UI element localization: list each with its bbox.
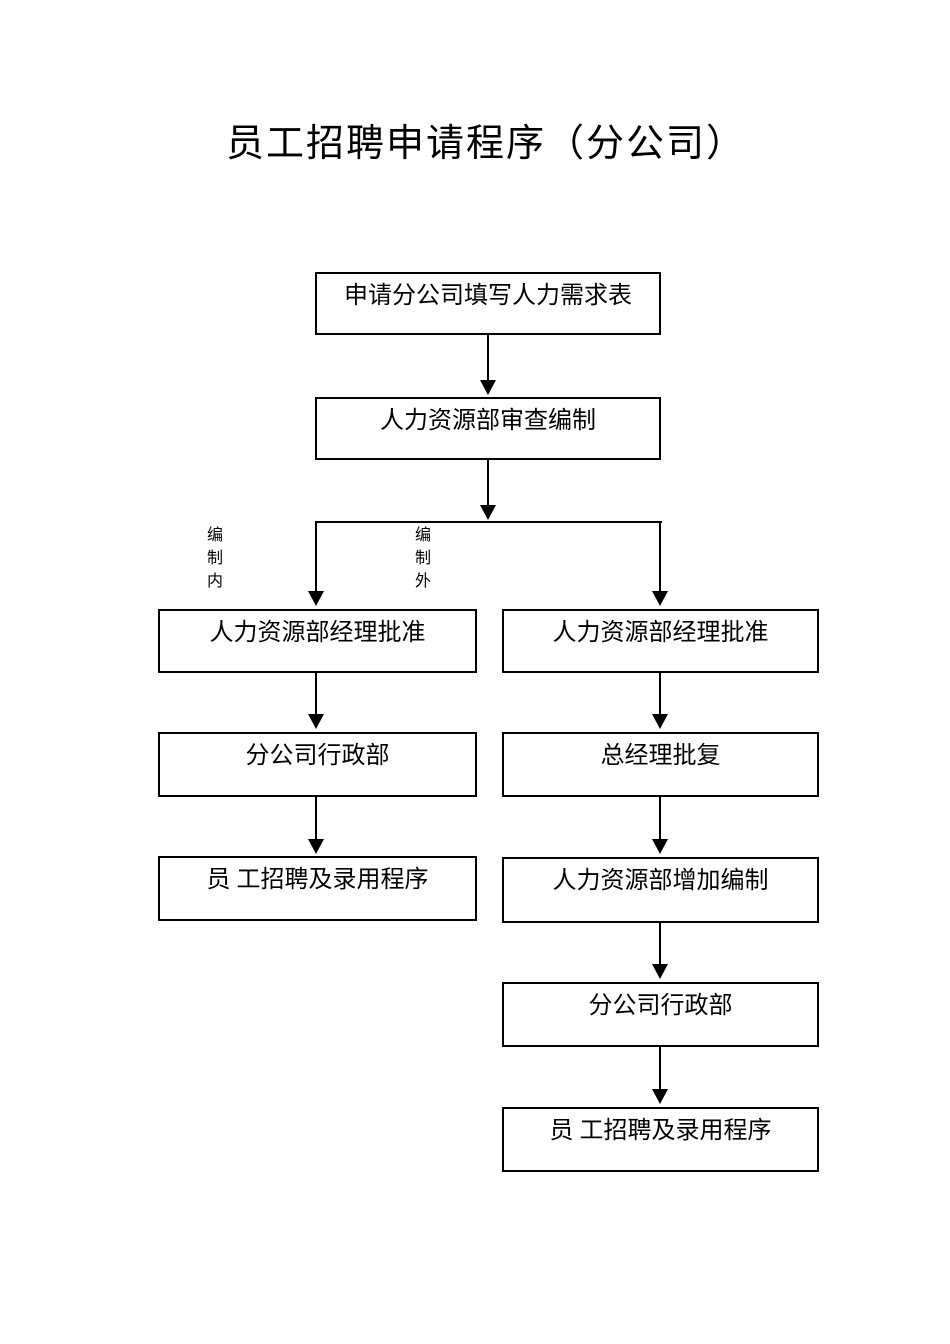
- flow-node-left-hr-manager-approve: 人力资源部经理批准: [158, 609, 477, 673]
- arrow-split-to-right-branch: [652, 521, 668, 606]
- flow-node-label: 分公司行政部: [245, 743, 390, 769]
- flow-node-label: 人力资源部经理批准: [552, 620, 769, 646]
- flow-node-right-hr-manager-approve: 人力资源部经理批准: [502, 609, 819, 673]
- flow-node-label: 员 工招聘及录用程序: [549, 1118, 772, 1144]
- arrow-review-to-split: [480, 460, 496, 520]
- flow-node-left-recruit-hire-procedure: 员 工招聘及录用程序: [158, 856, 477, 921]
- flow-node-request-form: 申请分公司填写人力需求表: [315, 272, 661, 335]
- page-title: 员工招聘申请程序（分公司）: [226, 123, 747, 165]
- flow-node-label: 总经理批复: [600, 743, 721, 769]
- flow-node-hr-add-headcount: 人力资源部增加编制: [502, 857, 819, 923]
- flow-node-label: 人力资源部审查编制: [380, 408, 596, 434]
- arrow-gm-to-add-headcount: [652, 797, 668, 854]
- arrow-right-approve-to-gm: [652, 673, 668, 729]
- flow-node-label: 分公司行政部: [588, 993, 733, 1019]
- arrow-right-admin-to-procedure: [652, 1047, 668, 1104]
- flow-node-hr-review: 人力资源部审查编制: [315, 397, 661, 460]
- arrow-request-to-review: [480, 335, 496, 395]
- flow-node-left-branch-admin: 分公司行政部: [158, 732, 477, 797]
- flow-node-label: 申请分公司填写人力需求表: [344, 283, 632, 309]
- flow-node-label: 人力资源部经理批准: [209, 620, 426, 646]
- flow-node-right-recruit-hire-procedure: 员 工招聘及录用程序: [502, 1107, 819, 1172]
- branch-label-in-headcount: 编制内: [206, 527, 223, 590]
- branch-split-line: [315, 521, 662, 523]
- arrow-left-approve-to-admin: [308, 673, 324, 729]
- arrow-left-admin-to-procedure: [308, 797, 324, 854]
- branch-label-out-headcount: 编制外: [414, 527, 431, 590]
- flow-node-gm-approval: 总经理批复: [502, 732, 819, 797]
- flow-node-right-branch-admin: 分公司行政部: [502, 982, 819, 1047]
- arrow-split-to-left-branch: [308, 521, 324, 606]
- flow-node-label: 员 工招聘及录用程序: [206, 867, 429, 893]
- flow-node-label: 人力资源部增加编制: [552, 868, 769, 894]
- arrow-add-headcount-to-admin: [652, 923, 668, 979]
